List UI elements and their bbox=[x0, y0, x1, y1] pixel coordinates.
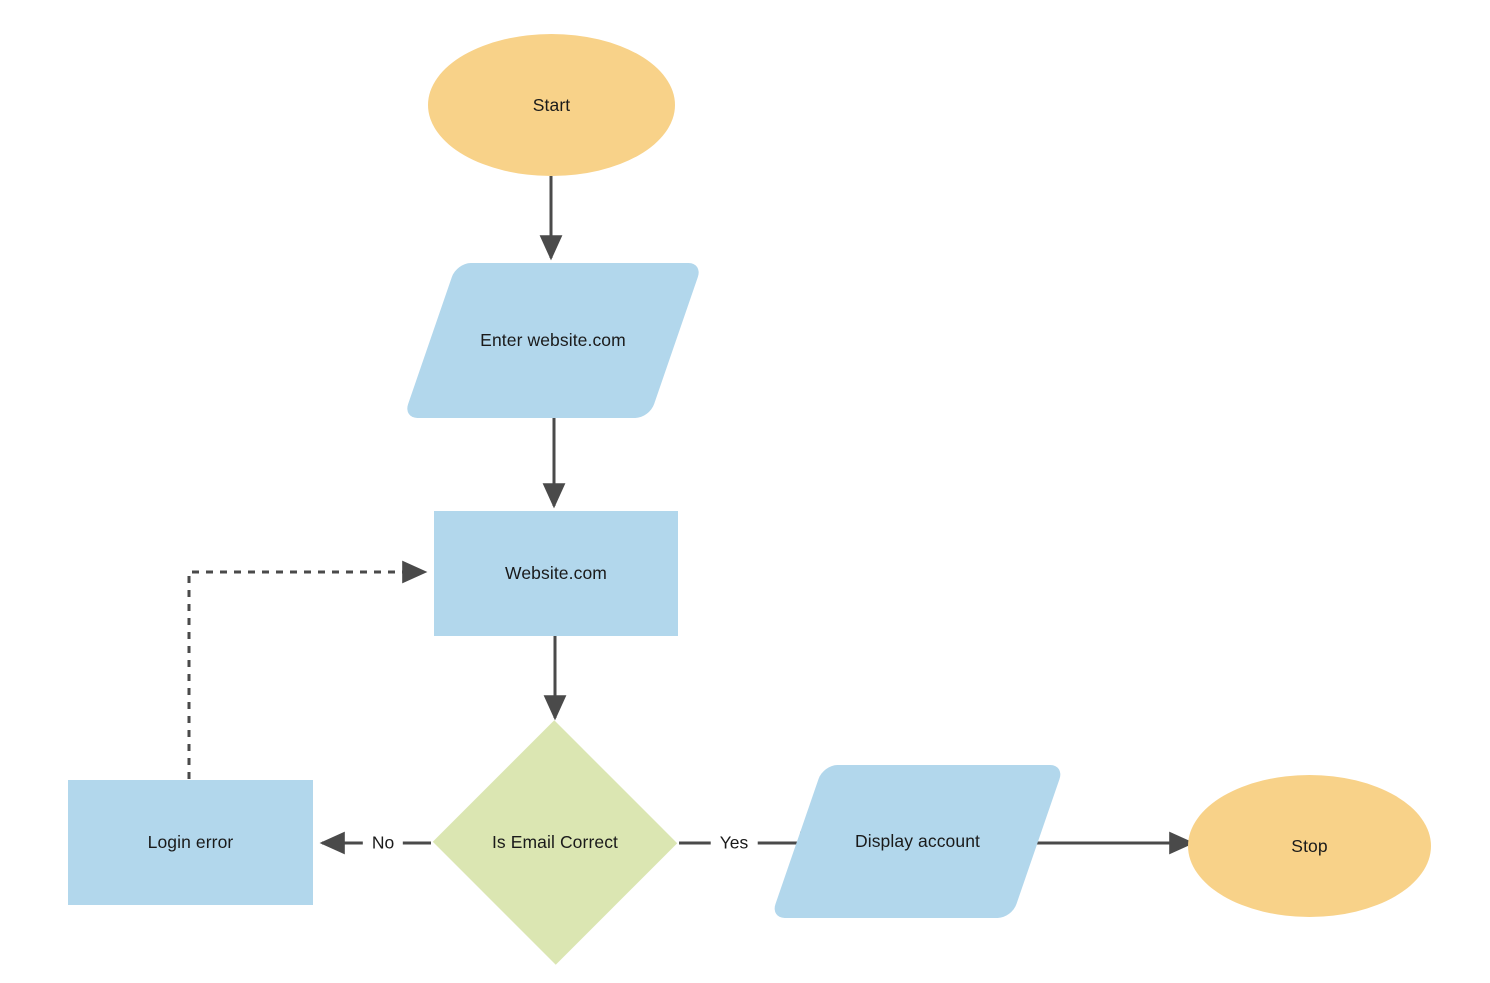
node-display-account-label: Display account bbox=[854, 831, 981, 851]
node-enter-website-label: Enter website.com bbox=[480, 330, 626, 350]
node-enter-website[interactable]: Enter website.com bbox=[403, 263, 703, 418]
node-website[interactable]: Website.com bbox=[434, 511, 678, 636]
website-rectangle-shape bbox=[434, 511, 678, 636]
stop-ellipse-shape bbox=[1188, 775, 1431, 917]
node-is-email-correct[interactable]: Is Email Correct bbox=[432, 720, 678, 965]
node-display-account[interactable]: Display account bbox=[770, 765, 1065, 918]
node-start-label: Start bbox=[532, 94, 571, 115]
node-login-error-label: Login error bbox=[147, 832, 234, 852]
login-error-rectangle-shape bbox=[68, 780, 313, 905]
node-stop-label: Stop bbox=[1291, 835, 1328, 856]
node-website-label: Website.com bbox=[505, 563, 607, 583]
connector-login-error-to-website-dashed bbox=[187, 560, 428, 779]
node-login-error[interactable]: Login error bbox=[68, 780, 313, 905]
node-start[interactable]: Start bbox=[428, 34, 675, 176]
edge-label-yes: Yes bbox=[710, 832, 758, 854]
start-ellipse-shape bbox=[428, 34, 675, 176]
edge-label-no: No bbox=[362, 832, 404, 854]
node-stop[interactable]: Stop bbox=[1188, 775, 1431, 917]
node-is-email-correct-label: Is Email Correct bbox=[491, 832, 619, 852]
